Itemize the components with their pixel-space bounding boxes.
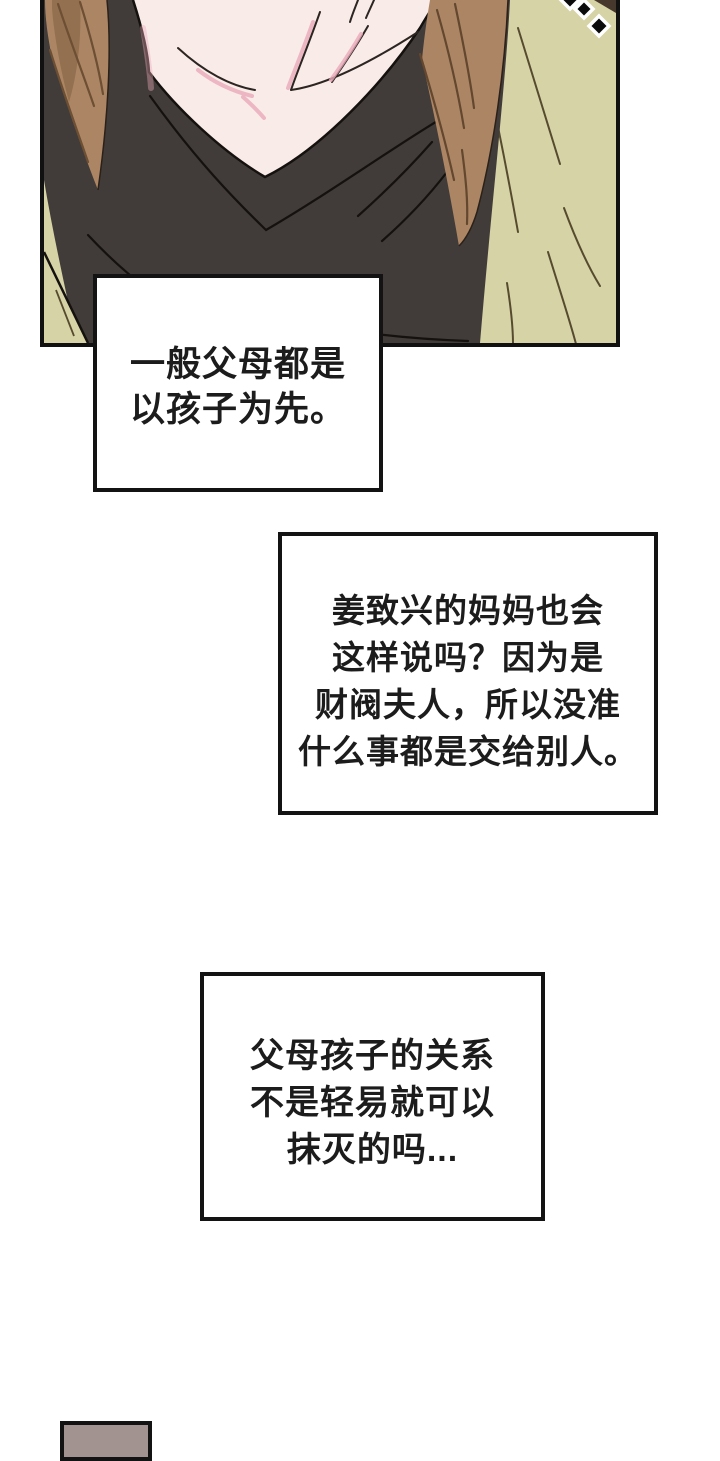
- speech-text-line: 什么事都是交给别人。: [298, 732, 638, 770]
- jacket-corner-outline: [44, 251, 90, 343]
- comic-panel: [0, 0, 720, 347]
- speech-text-line: 抹灭的吗...: [286, 1131, 459, 1169]
- speech-text-line: 父母孩子的关系: [250, 1037, 495, 1075]
- speech-bubble-2: 姜致兴的妈妈也会 这样说吗？因为是 财阀夫人，所以没准 什么事都是交给别人。: [278, 532, 658, 815]
- hair-right-outline: [458, 0, 509, 247]
- speech-text-line: 一般父母都是: [129, 345, 346, 384]
- speech-text-line: 这样说吗？因为是: [332, 638, 604, 676]
- hair-right-shape: [422, 0, 508, 246]
- speech-bubble-1: 一般父母都是 以孩子为先。: [93, 274, 383, 492]
- next-panel-edge: [60, 1421, 152, 1461]
- comic-panel-illustration: [40, 0, 620, 347]
- speech-text-line: 不是轻易就可以: [250, 1084, 495, 1122]
- speech-bubble-3: 父母孩子的关系 不是轻易就可以 抹灭的吗...: [200, 972, 545, 1221]
- jacket-corner-fold: [55, 289, 75, 337]
- sweater-neckline-outline: [131, 0, 439, 179]
- speech-text-line: 以孩子为先。: [129, 390, 346, 429]
- hair-left-outline: [97, 0, 110, 191]
- hair-left-band: [52, 0, 81, 102]
- shoulder-wedge-shape: [594, 0, 616, 13]
- speech-text-line: 姜致兴的妈妈也会: [332, 591, 604, 629]
- sparkle-diamonds-icon: [558, 0, 612, 39]
- blush-shading: [140, 20, 363, 120]
- hair-right-strands: [418, 2, 476, 226]
- speech-text-line: 财阀夫人，所以没准: [315, 685, 621, 723]
- hair-left-strands: [48, 0, 105, 164]
